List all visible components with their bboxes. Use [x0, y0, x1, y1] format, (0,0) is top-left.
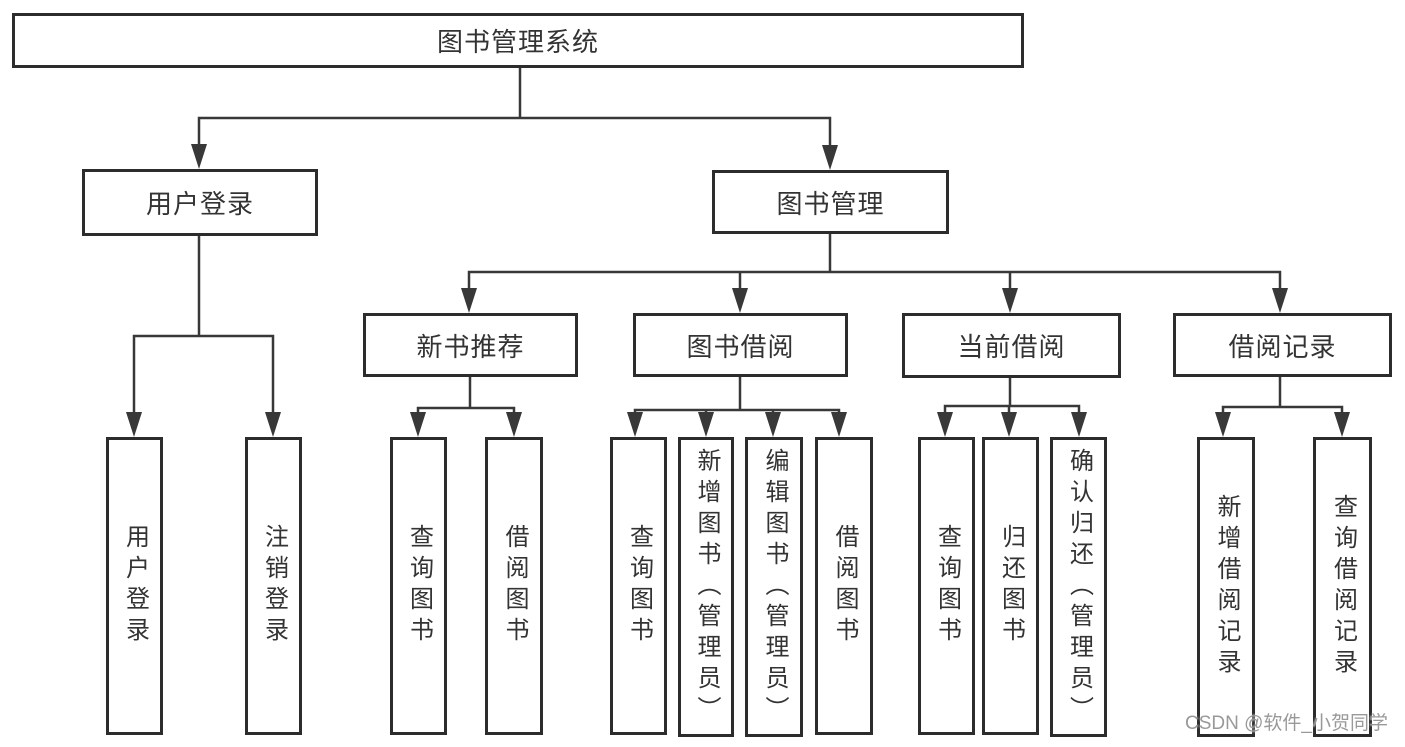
node-book-management-label: 图书管理 [776, 188, 885, 219]
node-borrow-records: 借阅记录 [1173, 313, 1392, 377]
leaf-query-books-borrow-label: 查询图书 [625, 524, 653, 648]
leaf-query-books-recommend-label: 查询图书 [405, 524, 433, 648]
node-new-book-recommend: 新书推荐 [363, 313, 578, 377]
node-library-system: 图书管理系统 [12, 13, 1024, 68]
connector-root-to-level2 [197, 66, 832, 147]
connector-borrow-records-to-leaves [1221, 375, 1344, 414]
leaf-confirm-return-admin-label: 确认归还（管理员） [1065, 447, 1093, 727]
leaf-borrow-books: 借阅图书 [815, 437, 873, 735]
leaf-logout: 注销登录 [245, 437, 302, 735]
node-user-login-label: 用户登录 [145, 189, 254, 219]
leaf-return-books: 归还图书 [982, 437, 1039, 735]
leaf-add-borrow-record: 新增借阅记录 [1197, 437, 1255, 737]
node-book-borrow-label: 图书借阅 [686, 331, 795, 362]
node-book-management: 图书管理 [712, 170, 949, 234]
leaf-logout-label: 注销登录 [260, 524, 288, 648]
leaf-query-books-recommend: 查询图书 [390, 437, 447, 735]
connector-current-borrow-to-leaves [943, 376, 1081, 414]
leaf-confirm-return-admin: 确认归还（管理员） [1050, 437, 1107, 737]
leaf-borrow-books-label: 借阅图书 [831, 524, 858, 648]
leaf-add-borrow-record-label: 新增借阅记录 [1213, 494, 1240, 680]
connector-new-books-to-leaves [416, 375, 516, 414]
node-user-login: 用户登录 [82, 169, 318, 236]
leaf-return-books-label: 归还图书 [997, 524, 1025, 648]
leaf-query-borrow-record-label: 查询借阅记录 [1329, 494, 1357, 680]
connector-user-login-to-leaves [132, 234, 275, 414]
leaf-add-books-admin-label: 新增图书（管理员） [693, 447, 720, 727]
node-current-borrow-label: 当前借阅 [957, 332, 1066, 362]
leaf-query-books-borrow: 查询图书 [610, 437, 667, 735]
leaf-user-login-label: 用户登录 [121, 524, 149, 648]
node-book-borrow: 图书借阅 [633, 313, 848, 377]
leaf-query-borrow-record: 查询借阅记录 [1313, 437, 1372, 737]
leaf-query-books-current-label: 查询图书 [933, 524, 961, 648]
leaf-user-login: 用户登录 [106, 437, 163, 735]
connector-book-mgmt-to-level3 [467, 232, 1282, 290]
leaf-query-books-current: 查询图书 [918, 437, 975, 735]
leaf-add-books-admin: 新增图书（管理员） [678, 437, 734, 737]
leaf-borrow-books-recommend: 借阅图书 [485, 437, 543, 735]
connector-book-borrow-to-leaves [633, 375, 841, 414]
node-current-borrow: 当前借阅 [902, 313, 1121, 378]
leaf-borrow-books-recommend-label: 借阅图书 [501, 524, 528, 648]
leaf-edit-books-admin-label: 编辑图书（管理员） [761, 447, 788, 727]
node-new-book-recommend-label: 新书推荐 [416, 331, 525, 362]
node-library-system-label: 图书管理系统 [436, 27, 599, 57]
node-borrow-records-label: 借阅记录 [1228, 331, 1337, 362]
csdn-watermark: CSDN @软件_小贺同学 [1185, 713, 1388, 734]
leaf-edit-books-admin: 编辑图书（管理员） [745, 437, 803, 737]
